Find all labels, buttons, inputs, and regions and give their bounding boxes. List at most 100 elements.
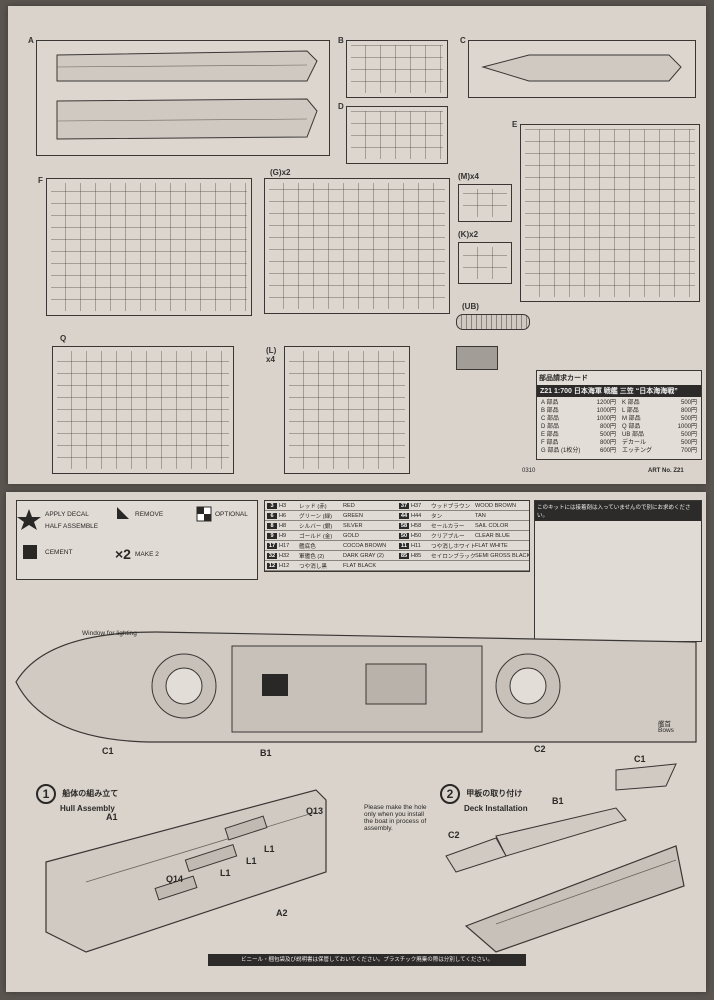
sprue-frame-b: [346, 40, 448, 98]
frame-label-k: (K)x2: [458, 230, 479, 239]
frame-label-l: (L)x4: [266, 346, 277, 364]
step2-label-c1: C1: [634, 754, 646, 764]
footer-warning: ビニール・梱包袋及び説明書は保管しておいてください。プラスチック廃棄の際は分別し…: [208, 954, 526, 966]
step2-label-b1: B1: [552, 796, 564, 806]
sprue-frame-g: [264, 178, 450, 314]
bows-label-jp: 艦首: [658, 721, 671, 728]
order-card-title: 部品請求カード: [539, 375, 588, 382]
instruction-sheet-bottom: ×2 APPLY DECAL HALF ASSEMBLE CEMENT REMO…: [6, 492, 706, 992]
step2-label-c2: C2: [448, 830, 460, 840]
frame-label-c: C: [460, 36, 466, 45]
sprue-frame-m: [458, 184, 512, 222]
frame-label-ub: (UB): [462, 302, 479, 311]
step1-heading: 1 船体の組み立て Hull Assembly: [36, 784, 118, 813]
frame-label-d: D: [338, 102, 344, 111]
frame-label-a: A: [28, 36, 34, 45]
legend-text-cement: CEMENT: [45, 549, 73, 556]
frame-label-f: F: [38, 176, 43, 185]
deck-label-b1: B1: [260, 748, 272, 758]
cement-notes: このキットには接着剤は入っていませんので別にお求めください。: [534, 500, 702, 642]
notes-header: このキットには接着剤は入っていませんので別にお求めください。: [535, 501, 701, 521]
bows-label-en: Bows: [658, 727, 674, 734]
sprue-frame-k: [458, 242, 512, 284]
sprue-frame-a: [36, 40, 330, 156]
etched-sheet-swatch: [456, 346, 498, 370]
part-label-l1: L1: [220, 868, 231, 878]
legend-text-make2: MAKE 2: [135, 551, 159, 558]
sprue-frame-l: [284, 346, 410, 474]
frame-label-g: (G)x2: [270, 168, 291, 177]
deck-installation-drawing: [445, 763, 685, 953]
part-label-l1: L1: [246, 856, 257, 866]
sprue-frame-f: [46, 178, 252, 316]
symbol-legend: ×2 APPLY DECAL HALF ASSEMBLE CEMENT REMO…: [16, 500, 258, 580]
window-lighting-label: Window for lighting: [82, 630, 137, 637]
step2-heading: 2 甲板の取り付け Deck Installation: [440, 784, 528, 813]
remove-icon: [117, 507, 129, 519]
part-label-q13: Q13: [306, 806, 324, 816]
step2-title-jp: 甲板の取り付け: [466, 789, 523, 799]
part-label-a1: A1: [106, 812, 118, 822]
step1-number: 1: [36, 784, 56, 804]
sprue-frame-d: [346, 106, 448, 164]
make2-icon: ×2: [115, 546, 131, 562]
deck-overview-drawing: [15, 631, 697, 743]
frame-label-b: B: [338, 36, 344, 45]
part-label-a2: A2: [276, 908, 288, 918]
legend-text-remove: REMOVE: [135, 511, 164, 518]
sprue-frame-e: [520, 124, 700, 302]
hull-halves-drawing: [56, 50, 318, 140]
frame-label-e: E: [512, 120, 518, 129]
order-card-header: Z21 1:700 日本海軍 戦艦 三笠 “日本海海戦”: [537, 385, 701, 397]
part-label-q14: Q14: [166, 874, 184, 884]
decal-star-icon: [17, 509, 41, 530]
frame-label-q: Q: [60, 334, 67, 343]
sprue-frame-c: [468, 40, 696, 98]
deck-label-c2: C2: [534, 744, 546, 754]
deck-label-c1: C1: [102, 746, 114, 756]
step2-title-en: Deck Installation: [464, 804, 528, 813]
chain-part-ub: [456, 314, 530, 330]
part-label-l1: L1: [264, 844, 275, 854]
legend-text-optional: OPTIONAL: [215, 511, 248, 518]
art-number: ART No. Z21: [648, 468, 684, 474]
hull-assembly-drawing: [45, 789, 327, 953]
legend-text-decal: APPLY DECAL: [45, 511, 89, 518]
legend-text-half: HALF ASSEMBLE: [45, 523, 99, 530]
sprue-frame-q: [52, 346, 234, 474]
step1-title-en: Hull Assembly: [60, 804, 115, 813]
boat-hole-note: Please make the hole only when you insta…: [364, 804, 427, 832]
sheet-code: 0310: [522, 468, 536, 474]
order-row: G 部品 (1枚分)600円: [541, 448, 616, 454]
cement-icon: [23, 545, 37, 559]
frame-label-m: (M)x4: [458, 172, 479, 181]
step1-title-jp: 船体の組み立て: [62, 789, 119, 799]
step2-number: 2: [440, 784, 460, 804]
parts-order-card: 部品請求カード Z21 1:700 日本海軍 戦艦 三笠 “日本海海戦” A 部…: [536, 370, 702, 460]
parts-sheet-top: A B C D E F (G)x2 (M)x4 (K)x2 (UB): [8, 6, 706, 484]
